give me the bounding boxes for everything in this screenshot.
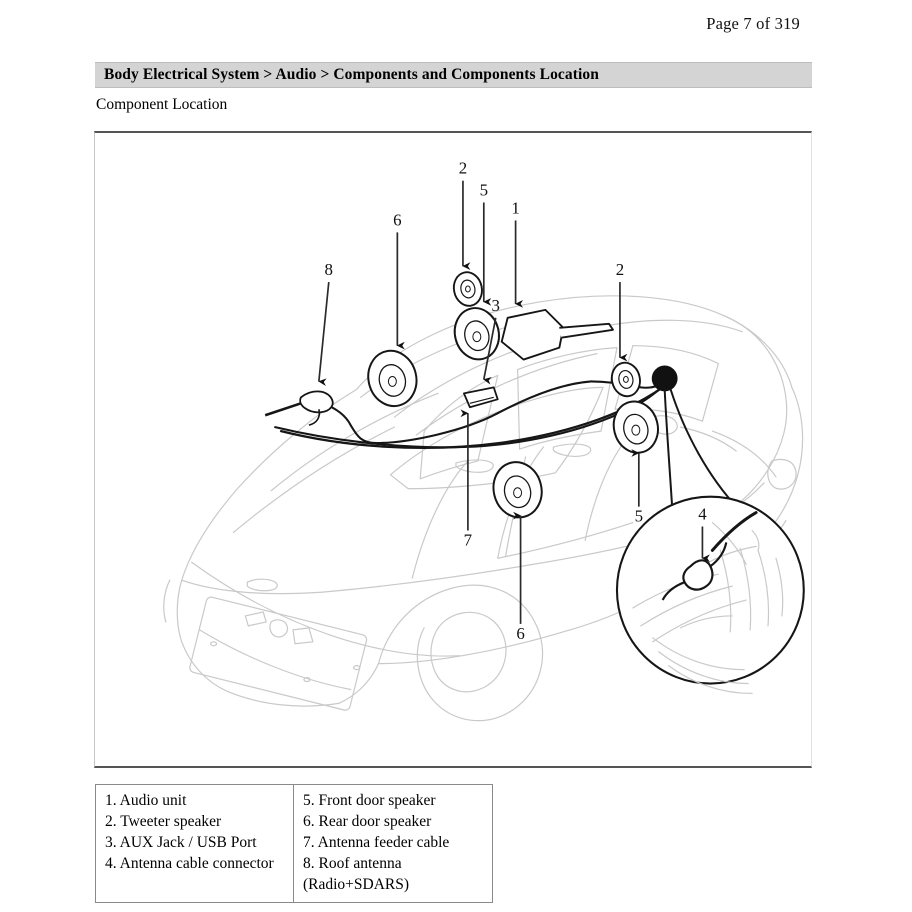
component-location-figure: 2 5 1 6 8 3 2 7 6 5 4	[94, 131, 812, 768]
front-door-speaker	[612, 400, 659, 454]
detail-magnifier-content	[632, 521, 784, 695]
legend-item: (Radio+SDARS)	[303, 876, 410, 893]
junction-cables	[663, 388, 740, 516]
legend-column-right: 5. Front door speaker 6. Rear door speak…	[294, 785, 492, 902]
rear-door-speaker	[492, 461, 543, 519]
cable-junction-marker	[651, 365, 678, 392]
callout-label: 8	[325, 260, 333, 279]
callout-label: 5	[480, 181, 488, 200]
tweeter-speaker-right	[610, 361, 641, 398]
antenna-feeder-cable	[274, 374, 674, 449]
detail-magnifier-circle	[615, 495, 805, 685]
callout-label: 3	[492, 296, 500, 315]
legend-item: 5. Front door speaker	[303, 792, 436, 809]
connector-wire-detail	[710, 511, 758, 552]
page-title: Component Location	[96, 96, 228, 113]
callout-label: 7	[464, 530, 472, 549]
legend-item: 3. AUX Jack / USB Port	[105, 834, 257, 851]
car-audio-diagram: 2 5 1 6 8 3 2 7 6 5 4	[163, 159, 805, 722]
callout-labels: 2 5 1 6 8 3 2 7 6 5 4	[325, 159, 708, 643]
tweeter-speaker-left	[452, 271, 483, 307]
audio-unit-component	[500, 308, 614, 361]
callout-label: 6	[393, 210, 401, 229]
callout-label: 5	[635, 507, 643, 526]
component-legend-table: 1. Audio unit 2. Tweeter speaker 3. AUX …	[95, 784, 493, 903]
callout-label: 1	[511, 198, 519, 217]
rear-door-speaker-left	[367, 349, 418, 408]
antenna-cable-connector-detail	[661, 542, 728, 601]
legend-item: 2. Tweeter speaker	[105, 813, 222, 830]
callout-label: 2	[459, 159, 467, 178]
legend-item: 8. Roof antenna	[303, 855, 402, 872]
legend-column-left: 1. Audio unit 2. Tweeter speaker 3. AUX …	[96, 785, 294, 902]
aux-usb-component	[463, 386, 499, 409]
page-number-header: Page 7 of 319	[706, 14, 800, 33]
legend-item: 6. Rear door speaker	[303, 813, 432, 830]
legend-item: 1. Audio unit	[105, 792, 187, 809]
legend-item: 4. Antenna cable connector	[105, 855, 274, 872]
callout-leaders	[318, 180, 710, 624]
callout-label: 2	[616, 260, 624, 279]
legend-item: 7. Antenna feeder cable	[303, 834, 450, 851]
roof-antenna-component	[264, 390, 334, 426]
breadcrumb-text: Body Electrical System > Audio > Compone…	[104, 66, 600, 83]
callout-label: 4	[698, 505, 707, 524]
breadcrumb: Body Electrical System > Audio > Compone…	[95, 62, 812, 88]
callout-label: 6	[516, 624, 524, 643]
front-door-speaker-upper	[453, 307, 500, 361]
